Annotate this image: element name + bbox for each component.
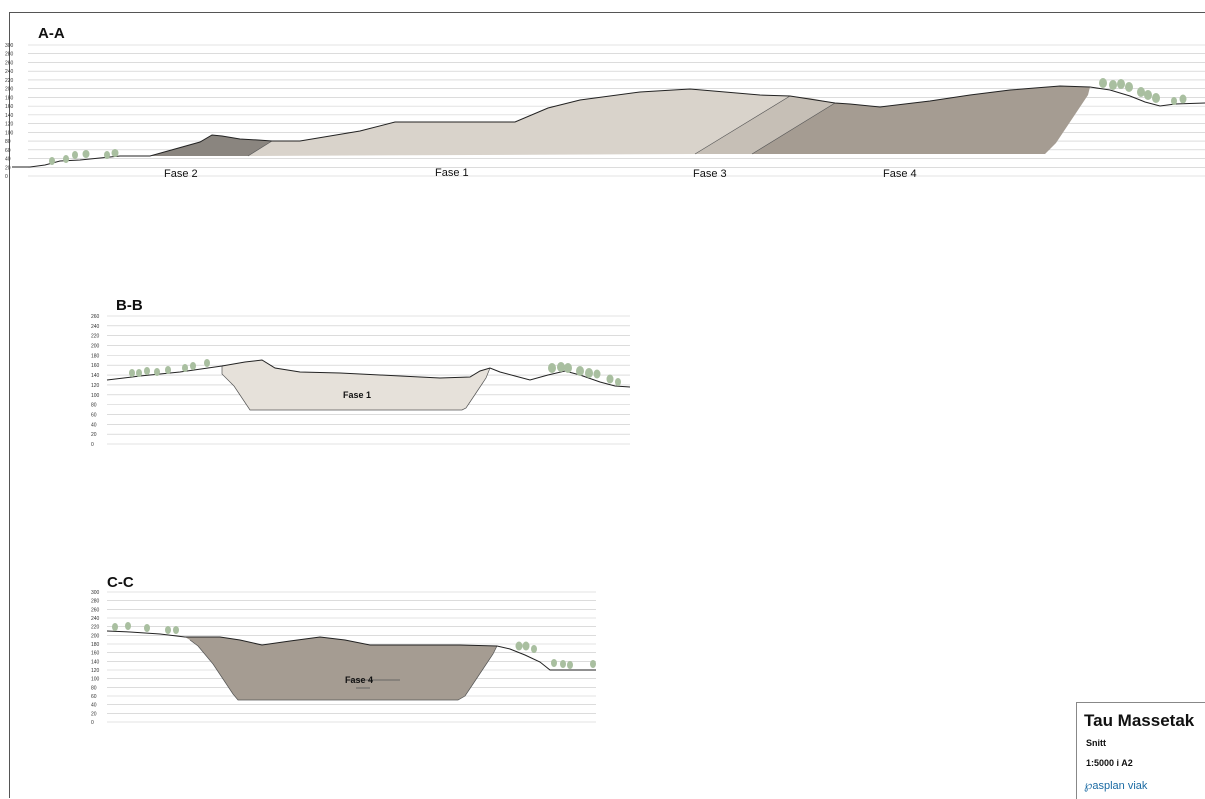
drawing-subtitle: Snitt <box>1086 738 1106 748</box>
elevation-tick-label: 160 <box>5 104 14 110</box>
fase-2-area <box>150 135 272 156</box>
elevation-tick-label: 280 <box>91 599 100 605</box>
elevation-tick-label: 0 <box>91 720 94 726</box>
fase-3-label: Fase 3 <box>693 168 727 180</box>
elevation-tick-label: 160 <box>91 651 100 657</box>
fase-2-label: Fase 2 <box>164 168 198 180</box>
elevation-tick-label: 220 <box>91 334 100 340</box>
trees-a-a <box>49 78 1187 165</box>
elevation-tick-label: 260 <box>5 60 14 66</box>
elevation-tick-label: 60 <box>5 148 11 154</box>
fase-1-pit-area <box>222 360 490 410</box>
fase-boundary-lines <box>247 140 273 157</box>
fase-3-area <box>695 96 835 154</box>
section-c-c: C-C 300280260240220200180160140120100806… <box>91 574 596 726</box>
fase-1-label-b-b: Fase 1 <box>343 390 371 400</box>
elevation-tick-label: 220 <box>91 625 100 631</box>
fase-4-label: Fase 4 <box>883 168 917 180</box>
elevation-tick-label: 200 <box>91 344 100 350</box>
title-block: Tau Massetak Snitt 1:5000 i A2 ℘asplan v… <box>1076 702 1205 799</box>
frame-border-left <box>9 12 10 798</box>
elevation-tick-label: 20 <box>91 711 97 717</box>
section-a-a: A-A 300280260240220200180160140120100806… <box>5 25 1205 180</box>
section-c-c-title: C-C <box>107 574 134 591</box>
elevation-tick-label: 180 <box>91 353 100 359</box>
elevation-tick-label: 180 <box>5 95 14 101</box>
project-title: Tau Massetak <box>1084 711 1195 730</box>
elevation-tick-label: 280 <box>5 52 14 58</box>
terrain-line-a-a <box>12 85 1205 168</box>
elevation-tick-label: 260 <box>91 314 100 320</box>
elevation-tick-label: 160 <box>91 363 100 369</box>
terrain-line-c-c <box>106 630 596 671</box>
section-c-c-axis: 3002802602402202001801601401201008060402… <box>91 590 100 726</box>
elevation-tick-label: 120 <box>91 668 100 674</box>
elevation-tick-label: 220 <box>5 78 14 84</box>
fase-4-area <box>752 86 1090 154</box>
elevation-tick-label: 120 <box>5 122 14 128</box>
section-a-a-title: A-A <box>38 25 65 42</box>
elevation-tick-label: 200 <box>5 87 14 93</box>
elevation-tick-label: 0 <box>91 442 94 448</box>
elevation-tick-label: 0 <box>5 174 8 180</box>
elevation-tick-label: 300 <box>5 43 14 49</box>
section-a-a-axis: 3002802602402202001801601401201008060402… <box>5 43 14 180</box>
elevation-tick-label: 100 <box>91 677 100 683</box>
drawing-scale: 1:5000 i A2 <box>1086 758 1133 768</box>
trees-c-c <box>112 622 596 669</box>
elevation-tick-label: 80 <box>91 685 97 691</box>
elevation-tick-label: 240 <box>5 69 14 75</box>
pit-outline-c-c <box>189 639 498 701</box>
fase-4-pit-area <box>185 637 497 700</box>
frame-border-top <box>9 12 1205 13</box>
elevation-tick-label: 100 <box>91 393 100 399</box>
logo-mark-icon: ℘ <box>1084 778 1093 792</box>
fase-4-label-c-c: Fase 4 <box>345 675 373 685</box>
elevation-tick-label: 200 <box>91 633 100 639</box>
elevation-tick-label: 20 <box>5 165 11 171</box>
elevation-tick-label: 60 <box>91 412 97 418</box>
pit-outline-b-b <box>221 366 491 411</box>
elevation-tick-label: 80 <box>5 139 11 145</box>
logo-text: asplan viak <box>1092 780 1148 792</box>
elevation-tick-label: 240 <box>91 616 100 622</box>
elevation-tick-label: 260 <box>91 607 100 613</box>
elevation-tick-label: 120 <box>91 383 100 389</box>
elevation-tick-label: 60 <box>91 694 97 700</box>
elevation-tick-label: 140 <box>91 373 100 379</box>
trees-b-b <box>129 359 621 386</box>
section-b-b-title: B-B <box>116 297 143 314</box>
elevation-tick-label: 40 <box>91 703 97 709</box>
elevation-tick-label: 100 <box>5 130 14 136</box>
elevation-tick-label: 140 <box>5 113 14 119</box>
elevation-tick-label: 240 <box>91 324 100 330</box>
elevation-tick-label: 40 <box>91 422 97 428</box>
elevation-tick-label: 40 <box>5 157 11 163</box>
company-logo: ℘asplan viak <box>1084 778 1147 792</box>
elevation-tick-label: 20 <box>91 432 97 438</box>
elevation-tick-label: 300 <box>91 590 100 596</box>
fase-1-label: Fase 1 <box>435 167 469 179</box>
elevation-tick-label: 80 <box>91 403 97 409</box>
elevation-tick-label: 140 <box>91 659 100 665</box>
fase-1-area <box>248 89 790 156</box>
elevation-tick-label: 180 <box>91 642 100 648</box>
